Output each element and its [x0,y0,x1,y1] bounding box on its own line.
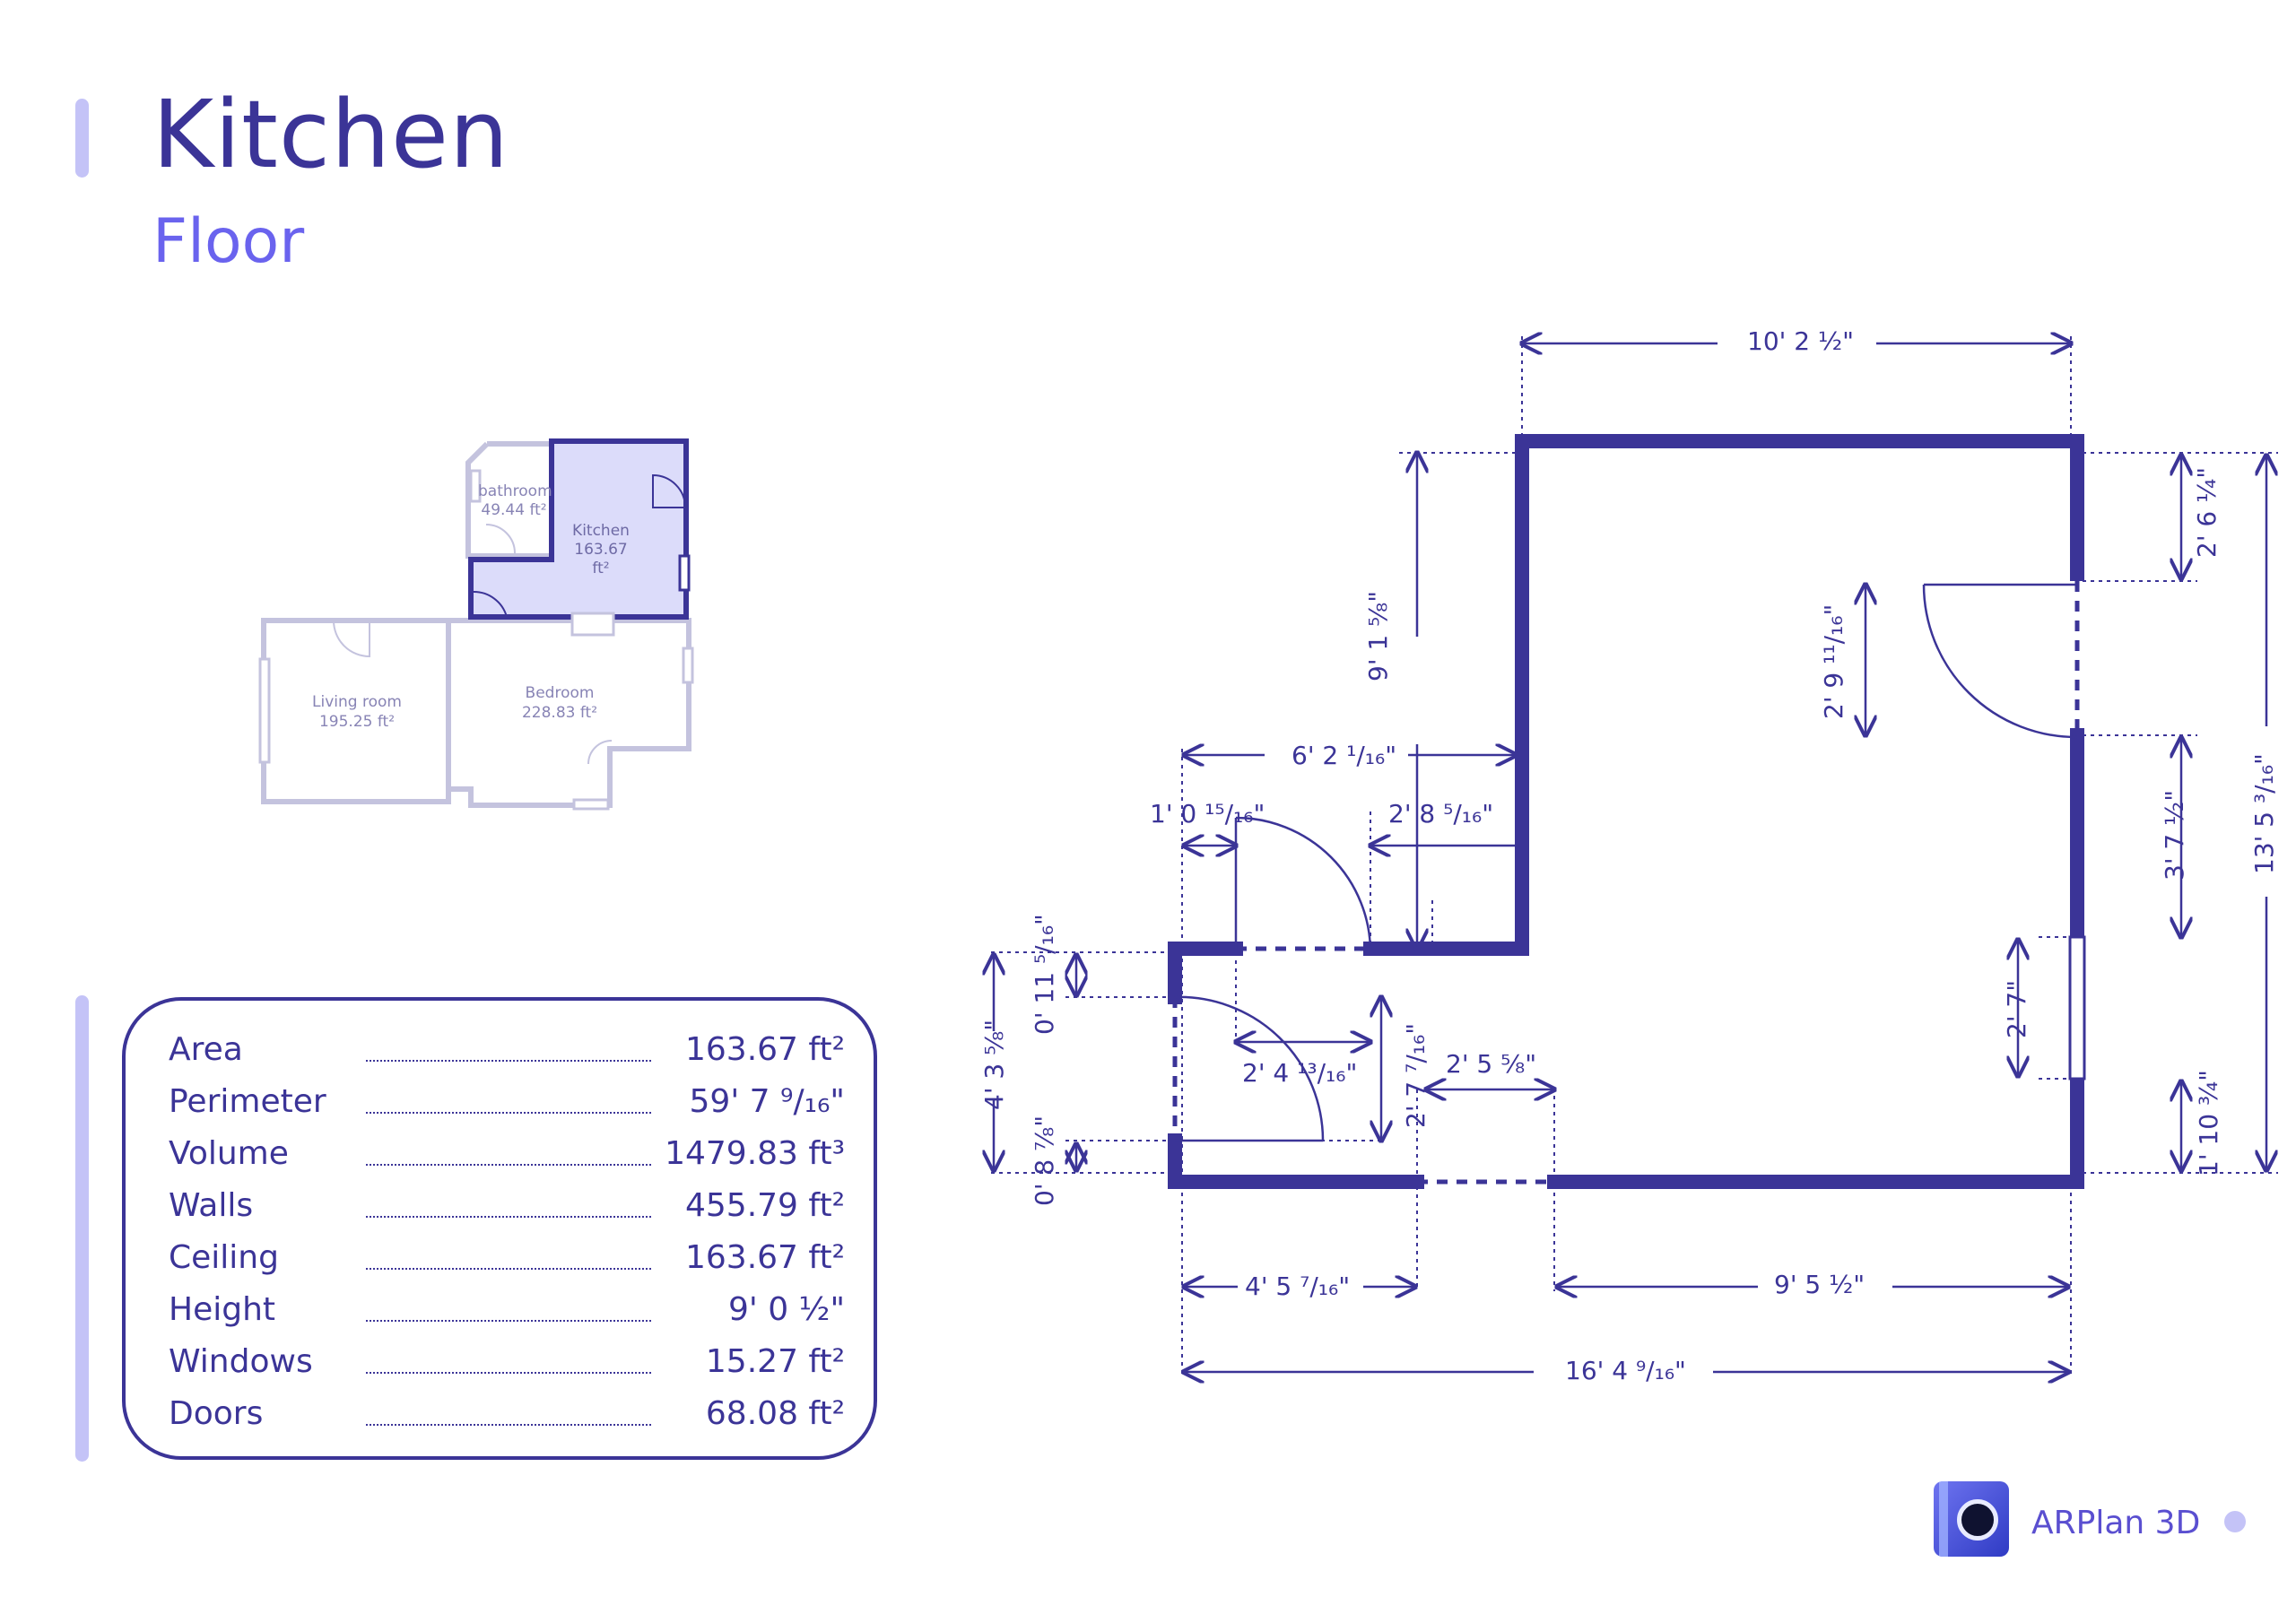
stat-label: Walls [169,1187,254,1224]
stat-value: 163.67 ft² [685,1239,845,1276]
dim-door-left-width: 2' 4 ¹³/₁₆" [1242,1058,1358,1088]
stat-row-area: Area 163.67 ft² [169,1028,845,1072]
stat-leader [366,1216,651,1218]
dim-right-mid: 3' 7 ½" [2160,789,2189,881]
stat-value: 59' 7 ⁹/₁₆" [689,1083,845,1120]
page-subtitle: Floor [152,206,305,277]
stat-leader [366,1112,651,1114]
stats-accent-bar [75,995,89,1462]
room-name: Bedroom [525,684,595,702]
stat-label: Volume [169,1135,289,1172]
room-name: Living room [312,693,402,711]
room-area: 195.25 ft² [318,713,396,731]
stat-value: 1479.83 ft³ [665,1135,845,1172]
stat-value: 163.67 ft² [685,1031,845,1068]
dim-left-top-small: 0' 11 ⁵/₁₆" [1030,914,1059,1035]
dim-right-total: 13' 5 ³/₁₆" [2249,753,2279,874]
stat-leader [366,1164,651,1166]
stat-value: 455.79 ft² [685,1187,845,1224]
stat-row-windows: Windows 15.27 ft² [169,1340,845,1384]
brand-name: ARPlan 3D [2031,1505,2201,1541]
stat-leader [366,1060,651,1062]
brand-dot [2224,1511,2246,1532]
dim-right-window: 2' 7" [2002,979,2031,1038]
dim-top-width: 10' 2 ½" [1747,326,1854,356]
minimap-room-bathroom: bathroom 49.44 ft² [478,482,552,520]
stat-row-height: Height 9' 0 ½" [169,1288,845,1332]
minimap-room-bedroom: Bedroom 228.83 ft² [515,683,604,723]
arplan-app-icon [1934,1481,2009,1557]
stat-label: Doors [169,1395,264,1432]
stat-label: Windows [169,1343,313,1380]
minimap-room-living: Living room 195.25 ft² [305,692,409,732]
stat-label: Perimeter [169,1083,326,1120]
dim-right-bottom: 1' 10 ¾" [2194,1070,2223,1176]
dim-small-left: 1' 0 ¹⁵/₁₆" [1150,799,1265,829]
stat-row-volume: Volume 1479.83 ft³ [169,1132,845,1176]
dim-door-left-height: 2' 7 ⁷/₁₆" [1401,1022,1431,1128]
header-accent-bar [75,99,89,178]
stat-leader [366,1268,651,1270]
dim-right-top: 2' 6 ¼" [2192,466,2222,558]
room-area: 49.44 ft² [481,501,547,519]
dim-bottom-left: 4' 5 ⁷/₁₆" [1245,1271,1351,1301]
dim-right-door: 2' 9 ¹¹/₁₆" [1819,603,1848,719]
stat-label: Ceiling [169,1239,279,1276]
stat-value: 68.08 ft² [705,1395,845,1432]
dim-opening-bottom: 2' 5 ⅝" [1446,1049,1537,1079]
stat-row-walls: Walls 455.79 ft² [169,1184,845,1228]
dim-bottom-total: 16' 4 ⁹/₁₆" [1565,1356,1686,1385]
stat-value: 15.27 ft² [705,1343,845,1380]
stat-row-ceiling: Ceiling 163.67 ft² [169,1236,845,1280]
dim-bottom-right: 9' 5 ½" [1774,1270,1866,1299]
room-name: bathroom [478,482,552,500]
page-title: Kitchen [152,80,509,189]
minimap-room-kitchen: Kitchen 163.67 ft² [563,522,639,578]
stat-value: 9' 0 ½" [727,1291,845,1328]
camera-lens-graphic [1957,1499,1998,1541]
stat-label: Area [169,1031,243,1068]
dim-left-tall: 9' 1 ⅝" [1363,590,1393,681]
stat-row-doors: Doors 68.08 ft² [169,1392,845,1436]
dim-left-bottom-small: 0' 8 ⅞" [1030,1115,1059,1206]
dim-small-right: 2' 8 ⁵/₁₆" [1388,799,1494,829]
dim-left-ext: 6' 2 ¹/₁₆" [1292,741,1397,770]
stat-leader [366,1372,651,1374]
ruler-graphic [1939,1481,1948,1557]
room-area: 163.67 ft² [574,541,628,577]
stat-label: Height [169,1291,276,1328]
stats-panel: Area 163.67 ft² Perimeter 59' 7 ⁹/₁₆" Volu… [122,997,877,1460]
stat-row-perimeter: Perimeter 59' 7 ⁹/₁₆" [169,1080,845,1124]
dim-left-total: 4' 3 ⅝" [979,1019,1009,1110]
stat-leader [366,1424,651,1426]
room-area: 228.83 ft² [521,704,598,722]
room-name: Kitchen [572,522,630,540]
stat-leader [366,1320,651,1322]
